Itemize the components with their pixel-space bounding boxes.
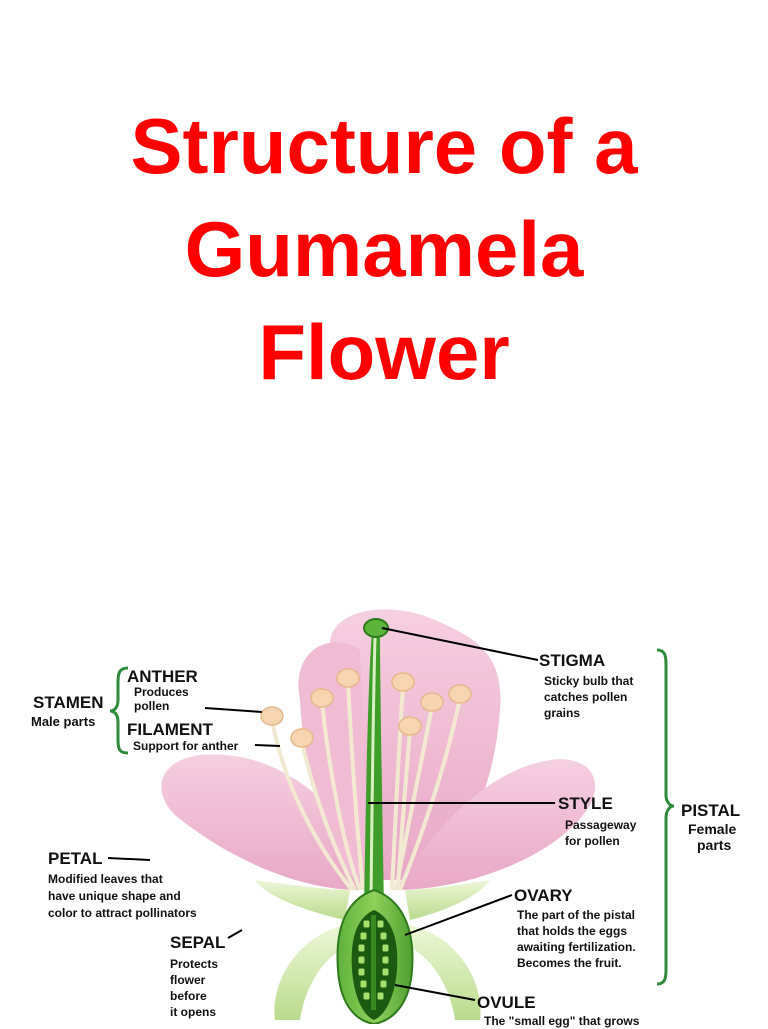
stigma-label: STIGMA xyxy=(539,651,606,670)
pistal-bracket xyxy=(656,648,675,986)
pistal-desc-2: parts xyxy=(697,837,732,853)
stamen-desc: Male parts xyxy=(31,714,96,729)
filament-label: FILAMENT xyxy=(127,720,213,739)
right-sepal-2 xyxy=(405,925,481,1020)
stamen-label: STAMEN xyxy=(33,693,104,712)
pistal-label: PISTAL xyxy=(681,801,741,820)
ovary-label: OVARY xyxy=(514,886,573,905)
left-sepal xyxy=(255,880,350,920)
flower-diagram: STAMEN Male parts ANTHER Produces pollen… xyxy=(0,590,768,1028)
ovary-desc-2: that holds the eggs xyxy=(517,924,628,938)
style-desc-2: for pollen xyxy=(565,834,620,848)
filament-desc: Support for anther xyxy=(133,739,239,753)
sepal-desc-4: it opens xyxy=(170,1005,217,1019)
stigma xyxy=(363,618,389,638)
ovary-desc-3: awaiting fertilization. xyxy=(517,940,636,954)
petal-label: PETAL xyxy=(48,849,103,868)
leader-lines xyxy=(107,627,555,1001)
ovule-label: OVULE xyxy=(477,993,536,1012)
title-line-2: Gumamela xyxy=(184,205,584,293)
stigma-desc-2: catches pollen xyxy=(544,690,628,704)
ovule-desc-1: The "small egg" that grows xyxy=(484,1014,640,1028)
stigma-desc-1: Sticky bulb that xyxy=(544,674,634,688)
petal-desc-2: have unique shape and xyxy=(48,889,181,903)
ovules xyxy=(357,919,390,1001)
anther-label: ANTHER xyxy=(127,667,198,686)
page-title: Structure of a Gumamela Flower xyxy=(0,95,768,404)
anthers xyxy=(260,668,472,748)
style-label: STYLE xyxy=(558,794,613,813)
style-desc-1: Passageway xyxy=(565,818,637,832)
title-line-1: Structure of a xyxy=(130,102,638,190)
ovary-desc-1: The part of the pistal xyxy=(517,908,636,922)
filaments xyxy=(270,681,462,892)
ovary-desc-4: Becomes the fruit. xyxy=(517,956,622,970)
sepal-desc-1: Protects xyxy=(170,957,219,971)
sepal-desc-3: before xyxy=(170,989,207,1003)
stamen-bracket xyxy=(109,666,129,755)
pistal-desc-1: Female xyxy=(688,821,737,837)
left-sepal-2 xyxy=(274,925,350,1020)
title-line-3: Flower xyxy=(258,308,510,396)
flower-illustration xyxy=(107,609,675,1024)
sepal-label: SEPAL xyxy=(170,933,226,952)
petal-desc-1: Modified leaves that xyxy=(48,872,163,886)
petal-desc-3: color to attract pollinators xyxy=(48,906,197,920)
anther-desc-1: Produces xyxy=(134,685,189,699)
right-petal xyxy=(395,759,596,890)
stigma-desc-3: grains xyxy=(544,706,581,720)
left-petal xyxy=(161,754,360,890)
anther-desc-2: pollen xyxy=(134,699,170,713)
sepal-desc-2: flower xyxy=(170,973,206,987)
right-sepal xyxy=(405,880,490,920)
